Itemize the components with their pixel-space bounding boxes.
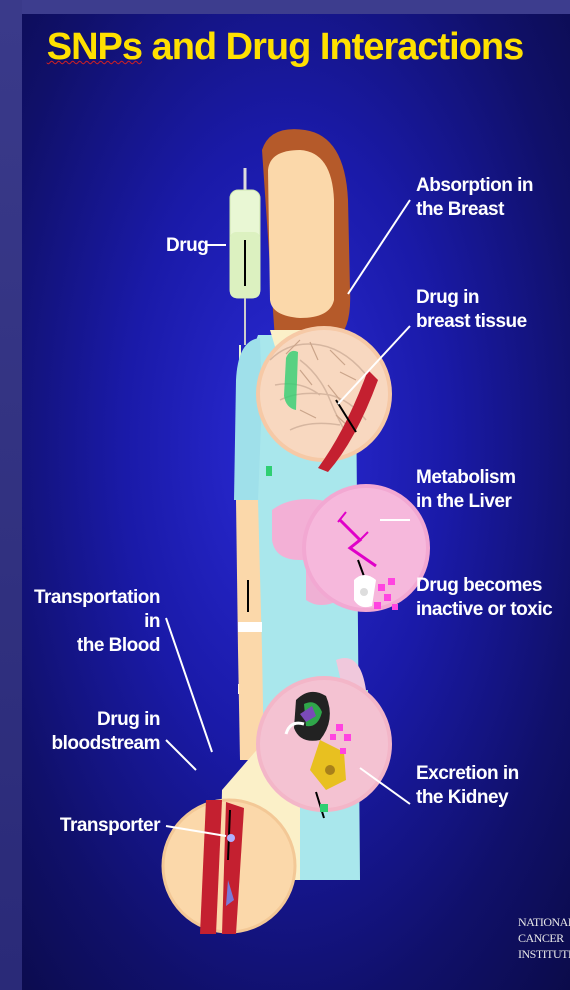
iv-bag-icon xyxy=(230,168,260,345)
label-drug: Drug xyxy=(166,234,208,258)
label-excretion: Excretion in the Kidney xyxy=(416,762,519,810)
label-drug-becomes: Drug becomes inactive or toxic xyxy=(416,574,552,622)
label-drug-becomes-line1: Drug becomes xyxy=(416,574,552,598)
label-drug-in-bloodstream-line2: bloodstream xyxy=(28,732,160,756)
label-drug-in-breast-tissue: Drug in breast tissue xyxy=(416,286,527,334)
blood-vessel-magnifier xyxy=(163,800,295,934)
head xyxy=(268,150,334,318)
label-excretion-line2: the Kidney xyxy=(416,786,519,810)
logo-line-1: NATIONAL xyxy=(518,914,570,930)
label-drug-in-bloodstream-line1: Drug in xyxy=(28,708,160,732)
liver-magnifier xyxy=(304,486,428,610)
label-transporter-text: Transporter xyxy=(60,815,160,836)
label-metabolism: Metabolism in the Liver xyxy=(416,466,516,514)
label-metabolism-line2: in the Liver xyxy=(416,490,516,514)
label-transportation-line2: the Blood xyxy=(28,634,160,658)
label-absorption-line1: Absorption in xyxy=(416,174,533,198)
logo-line-3: INSTITUTE xyxy=(518,946,570,962)
label-drug-in-breast-tissue-line1: Drug in xyxy=(416,286,527,310)
label-absorption-line2: the Breast xyxy=(416,198,533,222)
label-transportation-line1: Transportation in xyxy=(28,586,160,634)
label-transporter: Transporter xyxy=(28,814,160,838)
label-drug-in-bloodstream: Drug in bloodstream xyxy=(28,708,160,756)
label-drug-becomes-line2: inactive or toxic xyxy=(416,598,552,622)
label-excretion-line1: Excretion in xyxy=(416,762,519,786)
label-drug-text: Drug xyxy=(166,235,208,256)
logo-line-2: CANCER xyxy=(518,930,570,946)
national-cancer-institute-logo: NATIONAL CANCER INSTITUTE xyxy=(518,914,570,986)
label-transportation: Transportation in the Blood xyxy=(28,586,160,658)
label-absorption: Absorption in the Breast xyxy=(416,174,533,222)
label-drug-in-breast-tissue-line2: breast tissue xyxy=(416,310,527,334)
label-metabolism-line1: Metabolism xyxy=(416,466,516,490)
